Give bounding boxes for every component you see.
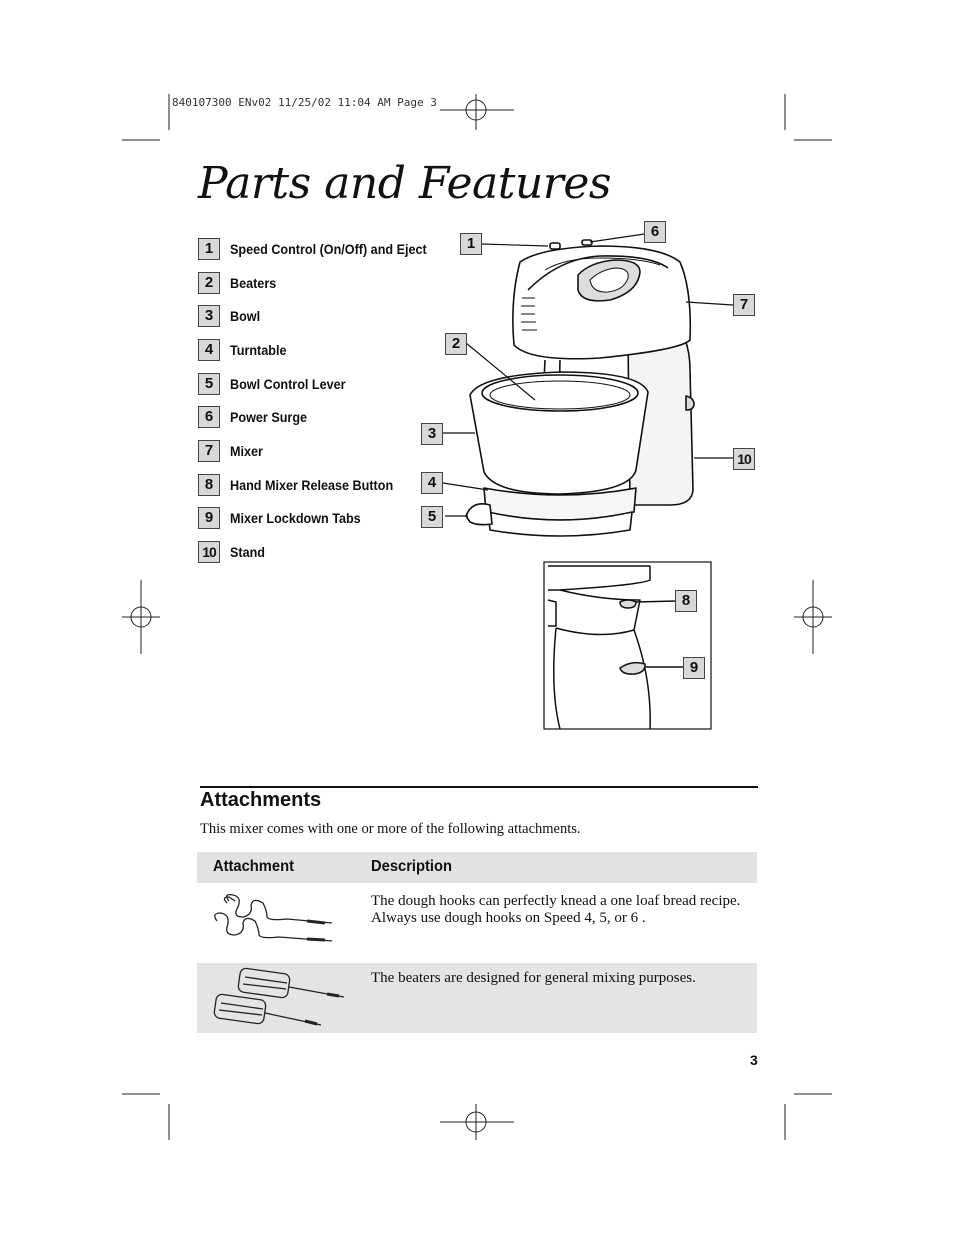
- dough-hooks-icon: [214, 893, 333, 942]
- part-number: 8: [198, 473, 220, 496]
- part-label: Speed Control (On/Off) and Eject: [230, 240, 427, 257]
- callout-3: 3: [421, 423, 443, 445]
- part-label: Mixer Lockdown Tabs: [230, 510, 361, 527]
- part-item: 4 Turntable: [198, 333, 449, 367]
- part-item: 1 Speed Control (On/Off) and Eject: [198, 232, 449, 266]
- part-item: 6 Power Surge: [198, 400, 449, 434]
- attachments-intro: This mixer comes with one or more of the…: [200, 821, 581, 837]
- part-label: Stand: [230, 544, 266, 561]
- column-header-description: Description: [371, 858, 452, 875]
- part-label: Power Surge: [230, 409, 308, 426]
- attachment-description: The dough hooks can perfectly knead a on…: [371, 893, 741, 926]
- part-number: 4: [198, 338, 220, 361]
- part-number: 6: [198, 406, 220, 429]
- callout-8: 8: [675, 590, 697, 612]
- part-label: Turntable: [230, 341, 287, 358]
- part-number: 2: [198, 271, 220, 294]
- part-label: Bowl: [230, 308, 261, 325]
- part-number: 7: [198, 439, 220, 462]
- attachments-heading: Attachments: [200, 789, 322, 811]
- table-row: The dough hooks can perfectly knead a on…: [197, 883, 757, 963]
- part-item: 7 Mixer: [198, 434, 449, 468]
- attachments-table: Attachment Description The dough hooks c…: [197, 852, 757, 1033]
- part-number: 1: [198, 237, 220, 260]
- part-item: 10 Stand: [198, 535, 449, 569]
- part-item: 5 Bowl Control Lever: [198, 367, 449, 401]
- attachment-description: The beaters are designed for general mix…: [371, 970, 696, 986]
- table-row: The beaters are designed for general mix…: [197, 963, 757, 1033]
- part-label: Bowl Control Lever: [230, 375, 346, 392]
- page-title: Parts and Features: [198, 158, 611, 209]
- part-item: 3 Bowl: [198, 299, 449, 333]
- callout-9: 9: [683, 657, 705, 679]
- table-header: Attachment Description: [197, 852, 757, 883]
- beaters-icon: [213, 967, 345, 1026]
- section-divider: [200, 786, 758, 788]
- part-number: 9: [198, 507, 220, 530]
- callout-1: 1: [460, 233, 482, 255]
- part-number: 3: [198, 305, 220, 328]
- part-item: 2 Beaters: [198, 266, 449, 300]
- callout-7: 7: [733, 294, 755, 316]
- parts-list: 1 Speed Control (On/Off) and Eject 2 Beate…: [198, 232, 449, 569]
- print-header-stamp: 840107300 ENv02 11/25/02 11:04 AM Page 3: [172, 96, 437, 109]
- part-label: Beaters: [230, 274, 277, 291]
- part-number: 10: [198, 541, 220, 564]
- page-number: 3: [750, 1052, 758, 1068]
- callout-6: 6: [644, 221, 666, 243]
- part-item: 8 Hand Mixer Release Button: [198, 468, 449, 502]
- part-item: 9 Mixer Lockdown Tabs: [198, 502, 449, 536]
- part-label: Hand Mixer Release Button: [230, 476, 394, 493]
- part-number: 5: [198, 372, 220, 395]
- part-label: Mixer: [230, 442, 263, 459]
- column-header-attachment: Attachment: [213, 858, 294, 875]
- callout-10: 10: [733, 448, 755, 470]
- callout-4: 4: [421, 472, 443, 494]
- callout-5: 5: [421, 506, 443, 528]
- callout-2: 2: [445, 333, 467, 355]
